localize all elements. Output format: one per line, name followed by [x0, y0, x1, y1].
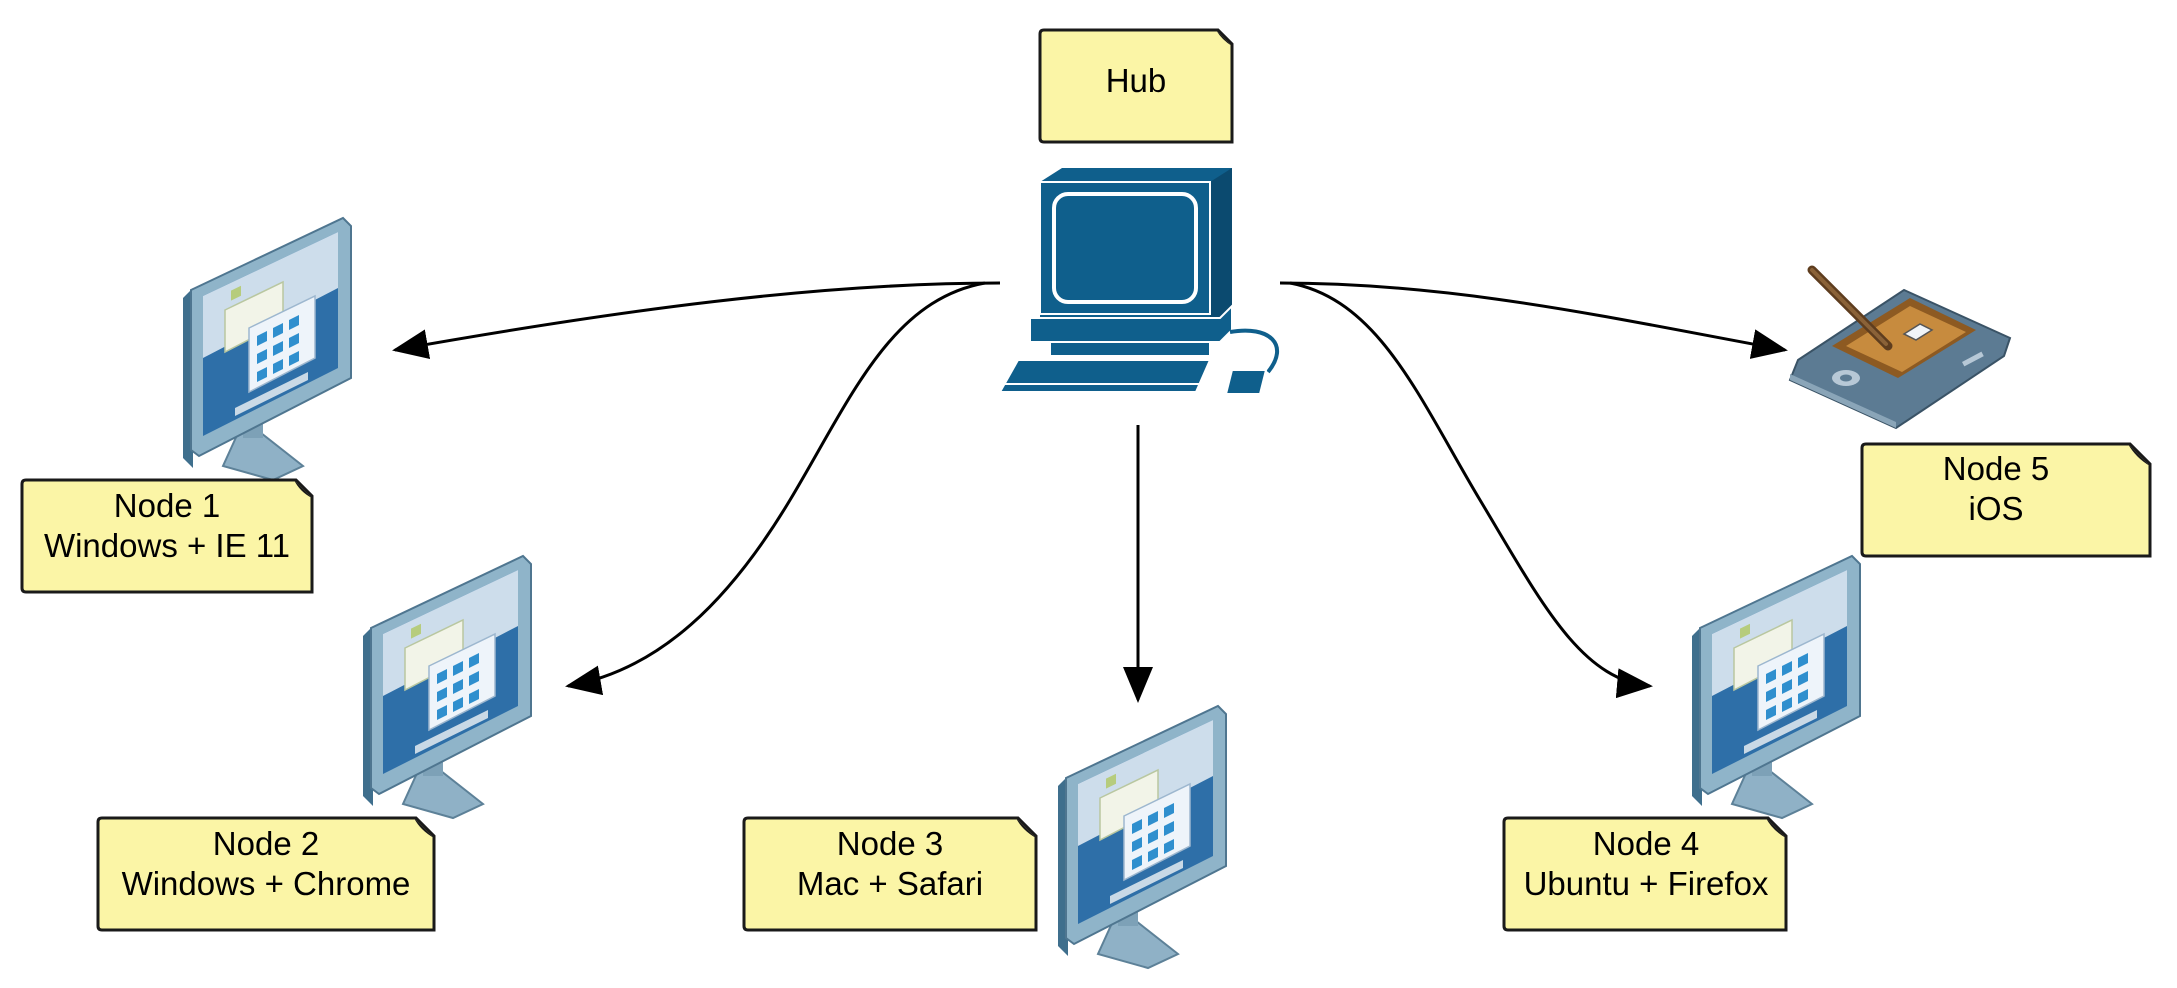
node1-monitor-icon	[182, 217, 352, 481]
node4-monitor-icon	[1691, 555, 1861, 819]
node2-label-note: Node 2 Windows + Chrome	[96, 816, 436, 932]
node1-platform: Windows + IE 11	[44, 527, 290, 564]
node1-label-note: Node 1 Windows + IE 11	[20, 478, 314, 594]
hub-label: Hub	[1106, 62, 1167, 99]
node2-title: Node 2	[213, 825, 319, 862]
node5-tablet-stylus-icon	[1788, 265, 2012, 430]
edge-hub-node5	[1279, 281, 1788, 359]
node5-platform: iOS	[1968, 490, 2023, 527]
node3-platform: Mac + Safari	[797, 865, 983, 902]
node1-title: Node 1	[114, 487, 220, 524]
node3-monitor-icon	[1057, 705, 1227, 969]
node4-label-note: Node 4 Ubuntu + Firefox	[1502, 816, 1788, 932]
node4-platform: Ubuntu + Firefox	[1524, 865, 1769, 902]
node2-platform: Windows + Chrome	[122, 865, 411, 902]
node3-title: Node 3	[837, 825, 943, 862]
node2-monitor-icon	[362, 555, 532, 819]
node5-title: Node 5	[1943, 450, 2049, 487]
edge-hub-node1	[392, 281, 1001, 359]
node5-label-note: Node 5 iOS	[1860, 442, 2152, 558]
node3-label-note: Node 3 Mac + Safari	[742, 816, 1038, 932]
hub-computer-icon	[998, 168, 1280, 395]
edge-hub-node4	[1289, 281, 1653, 699]
node4-title: Node 4	[1593, 825, 1699, 862]
edges	[392, 281, 1788, 703]
edge-hub-node2	[565, 281, 986, 696]
hub-label-note: Hub	[1038, 28, 1234, 144]
